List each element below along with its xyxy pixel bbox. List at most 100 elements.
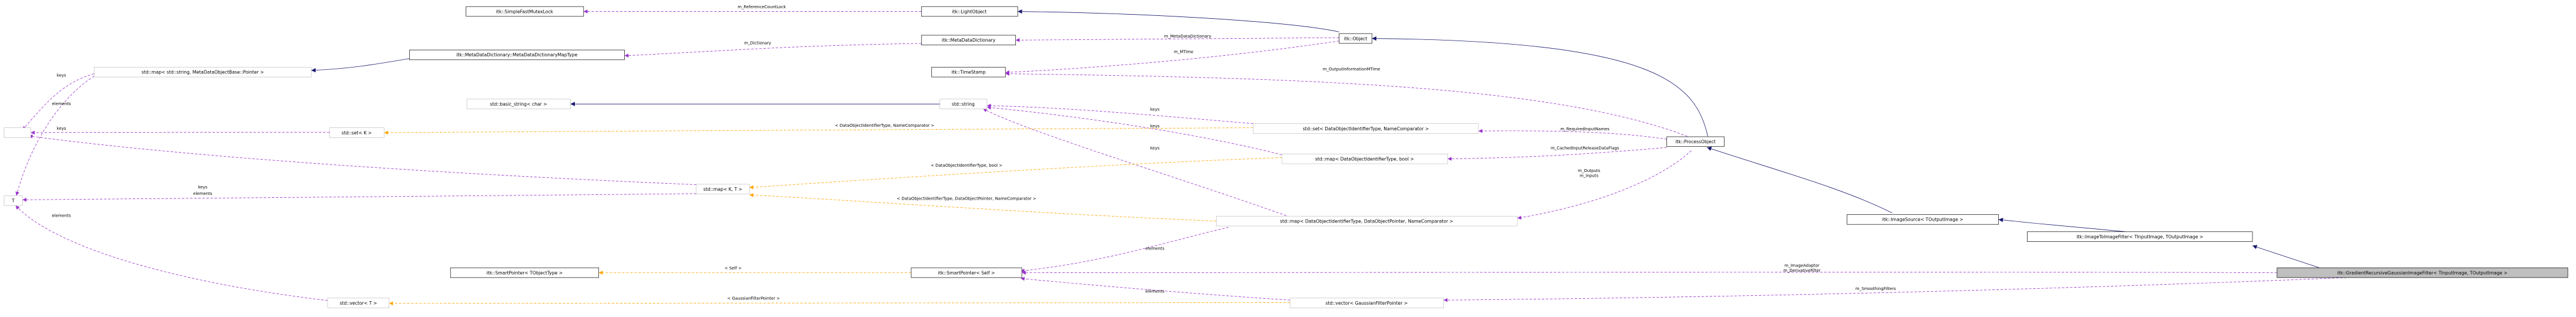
node-smart-pointer-self[interactable]: itk::SmartPointer< Self >: [911, 267, 1022, 278]
node-label: std::vector< T >: [339, 301, 377, 306]
node-label: std::string: [952, 102, 975, 107]
node-label: T: [11, 198, 15, 204]
edge-processobject-to-object: [1372, 36, 1708, 137]
edge-label-tpl-bool: < DataObjectIdentifierType, bool >: [931, 163, 1002, 168]
node-label: std::map< K, T >: [703, 187, 742, 192]
node-label: itk::LightObject: [952, 9, 986, 14]
node-map-data-object-bool[interactable]: std::map< DataObjectIdentifierType, bool…: [1281, 153, 1448, 164]
edge-keys-mappointer-to-string: [982, 108, 1291, 218]
node-label: itk::SmartPointer< Self >: [938, 270, 995, 275]
edge-elements-vectort-to-t: [15, 205, 332, 302]
edge-keys-set-to-string: [986, 103, 1254, 124]
node-image-to-image-filter[interactable]: itk::ImageToImageFilter< TInputImage, TO…: [2027, 231, 2253, 242]
node-label: itk::SimpleFastMutexLock: [496, 9, 554, 14]
node-t[interactable]: T: [4, 195, 23, 206]
edge-label-tpl-set: < DataObjectIdentifierType, NameComparat…: [835, 123, 935, 128]
edge-keys-setk-to-key: [31, 130, 330, 135]
node-light-object[interactable]: itk::LightObject: [921, 6, 1018, 17]
node-time-stamp[interactable]: itk::TimeStamp: [931, 67, 1006, 77]
edge-elements-stdmap-to-t: [15, 76, 95, 196]
edge-object-to-lightobject: [1018, 9, 1339, 32]
node-label: std::set< K >: [342, 130, 372, 136]
edge-label-elements-3: elements: [52, 102, 71, 106]
edge-m-dictionary: [624, 43, 922, 58]
node-recursive-filter[interactable]: itk::GradientRecursiveGaussianImageFilte…: [2277, 267, 2568, 278]
edge-keys-mapkt-to-key: [28, 134, 696, 185]
edge-image-adaptor: [1022, 271, 2277, 275]
node-label: std::map< std::string, MetaDataObjectBas…: [142, 70, 264, 75]
edge-label-keys-5: keys: [57, 126, 66, 131]
node-label: itk::ProcessObject: [1675, 139, 1716, 144]
node-label: itk::MetaDataDictionary: [942, 38, 996, 43]
edge-label-derivative-filter: m_DerivativeFilter: [1783, 268, 1821, 273]
node-label: std::basic_string< char >: [490, 102, 547, 107]
node-label: itk::SmartPointer< TObjectType >: [487, 270, 563, 275]
node-smart-pointer-tobject[interactable]: itk::SmartPointer< TObjectType >: [450, 267, 600, 278]
node-label: itk::MetaDataDictionary::MetaDataDiction…: [456, 52, 577, 58]
edge-label-elements-4: elements: [193, 191, 213, 196]
edge-label-keys-2: keys: [1150, 124, 1160, 129]
edge-smoothing-filters: [1443, 277, 2347, 302]
edge-label-tpl-gaussian: < GaussianFilterPointer >: [727, 296, 780, 301]
node-set-data-object[interactable]: std::set< DataObjectIdentifierType, Name…: [1252, 123, 1479, 134]
node-label: std::set< DataObjectIdentifierType, Name…: [1303, 126, 1429, 131]
edge-label-tpl-self: < Self >: [725, 266, 742, 271]
edge-label-smoothing-filters: m_SmoothingFilters: [1856, 286, 1896, 291]
node-image-source[interactable]: itk::ImageSource< TOutputImage >: [1847, 214, 1999, 225]
node-label: itk::Object: [1344, 36, 1368, 41]
edge-meta-data-dictionary: [1015, 37, 1339, 42]
edge-keys-stdmap-to-key: [22, 73, 95, 131]
edge-label-meta-data-dictionary: m_MetaDataDictionary: [1164, 34, 1211, 39]
node-std-string[interactable]: std::string: [940, 99, 988, 109]
edge-required-input-names: [1478, 129, 1667, 140]
node-label: itk::TimeStamp: [951, 70, 985, 75]
node-vector-gaussian[interactable]: std::vector< GaussianFilterPointer >: [1289, 298, 1444, 308]
edge-label-elements-2: elements: [1146, 289, 1165, 294]
edge-label-keys-6: keys: [198, 185, 207, 190]
edge-label-elements-5: elements: [52, 214, 71, 218]
edge-label-m-inputs: m_Inputs: [1580, 173, 1598, 178]
node-label: std::map< DataObjectIdentifierType, Data…: [1280, 218, 1453, 224]
edge-label-tpl-pointer: < DataObjectIdentifierType, DataObjectPo…: [897, 196, 1036, 201]
node-label: itk::ImageToImageFilter< TInputImage, TO…: [2076, 234, 2203, 240]
node-process-object[interactable]: itk::ProcessObject: [1666, 136, 1725, 147]
edge-cached-input-release: [1447, 147, 1667, 161]
edge-template-bool: [749, 157, 1282, 190]
node-label: itk::GradientRecursiveGaussianImageFilte…: [2338, 270, 2508, 275]
node-map-data-dictionary-type[interactable]: itk::MetaDataDictionary::MetaDataDiction…: [409, 49, 625, 60]
edge-elements-vector-to-smartself: [1021, 276, 1291, 301]
node-map-data-object-pointer[interactable]: std::map< DataObjectIdentifierType, Data…: [1216, 215, 1518, 227]
edge-template-gaussian: [389, 301, 1290, 306]
node-vector-t[interactable]: std::vector< T >: [327, 298, 389, 308]
edge-label-output-information-mtime: m_OutputInformationMTime: [1323, 67, 1380, 72]
edge-label-m-mtime: m_MTime: [1174, 50, 1193, 55]
node-std-map-string[interactable]: std::map< std::string, MetaDataObjectBas…: [94, 67, 312, 77]
edge-label-cached-input-release: m_CachedInputReleaseDataFlags: [1551, 146, 1619, 151]
edge-imagesource-to-processobject: [1706, 146, 1893, 214]
node-meta-data-dictionary[interactable]: itk::MetaDataDictionary: [921, 35, 1016, 46]
node-object[interactable]: itk::Object: [1339, 33, 1372, 44]
node-label: std::vector< GaussianFilterPointer >: [1325, 301, 1407, 306]
edge-label-m-outputs: m_Outputs: [1578, 168, 1600, 173]
edge-template-set: [384, 127, 1254, 135]
edge-m-mtime: [1005, 41, 1339, 75]
edge-label-image-adaptor: m_ImageAdaptor: [1784, 264, 1820, 268]
edge-label-required-input-names: m_RequiredInputNames: [1560, 127, 1609, 131]
edge-output-information-mtime: [1005, 72, 1688, 137]
node-basic-string[interactable]: std::basic_string< char >: [466, 99, 571, 109]
edge-mapdatadictionarytype-to-stdmap: [311, 58, 410, 73]
edge-label-keys-4: keys: [57, 73, 66, 77]
edge-template-pointer: [749, 193, 1217, 222]
node-simple-fast-mutex-lock[interactable]: itk::SimpleFastMutexLock: [466, 6, 584, 17]
edge-elements-mapkt-to-t: [22, 193, 696, 202]
diagram-content: m_ReferenceCountLock m_MetaDataDictionar…: [4, 5, 2568, 308]
node-map-kt[interactable]: std::map< K, T >: [696, 184, 750, 194]
edge-label-reference-count-lock: m_ReferenceCountLock: [738, 5, 786, 9]
edge-label-elements-1: elements: [1146, 246, 1165, 251]
node-label: std::map< DataObjectIdentifierType, bool…: [1315, 156, 1414, 161]
node-set-k[interactable]: std::set< K >: [329, 127, 385, 138]
node-label: itk::ImageSource< TOutputImage >: [1883, 217, 1964, 222]
edge-elements-mappointer-to-smartself: [1021, 227, 1229, 273]
node-key-empty[interactable]: [4, 127, 31, 138]
